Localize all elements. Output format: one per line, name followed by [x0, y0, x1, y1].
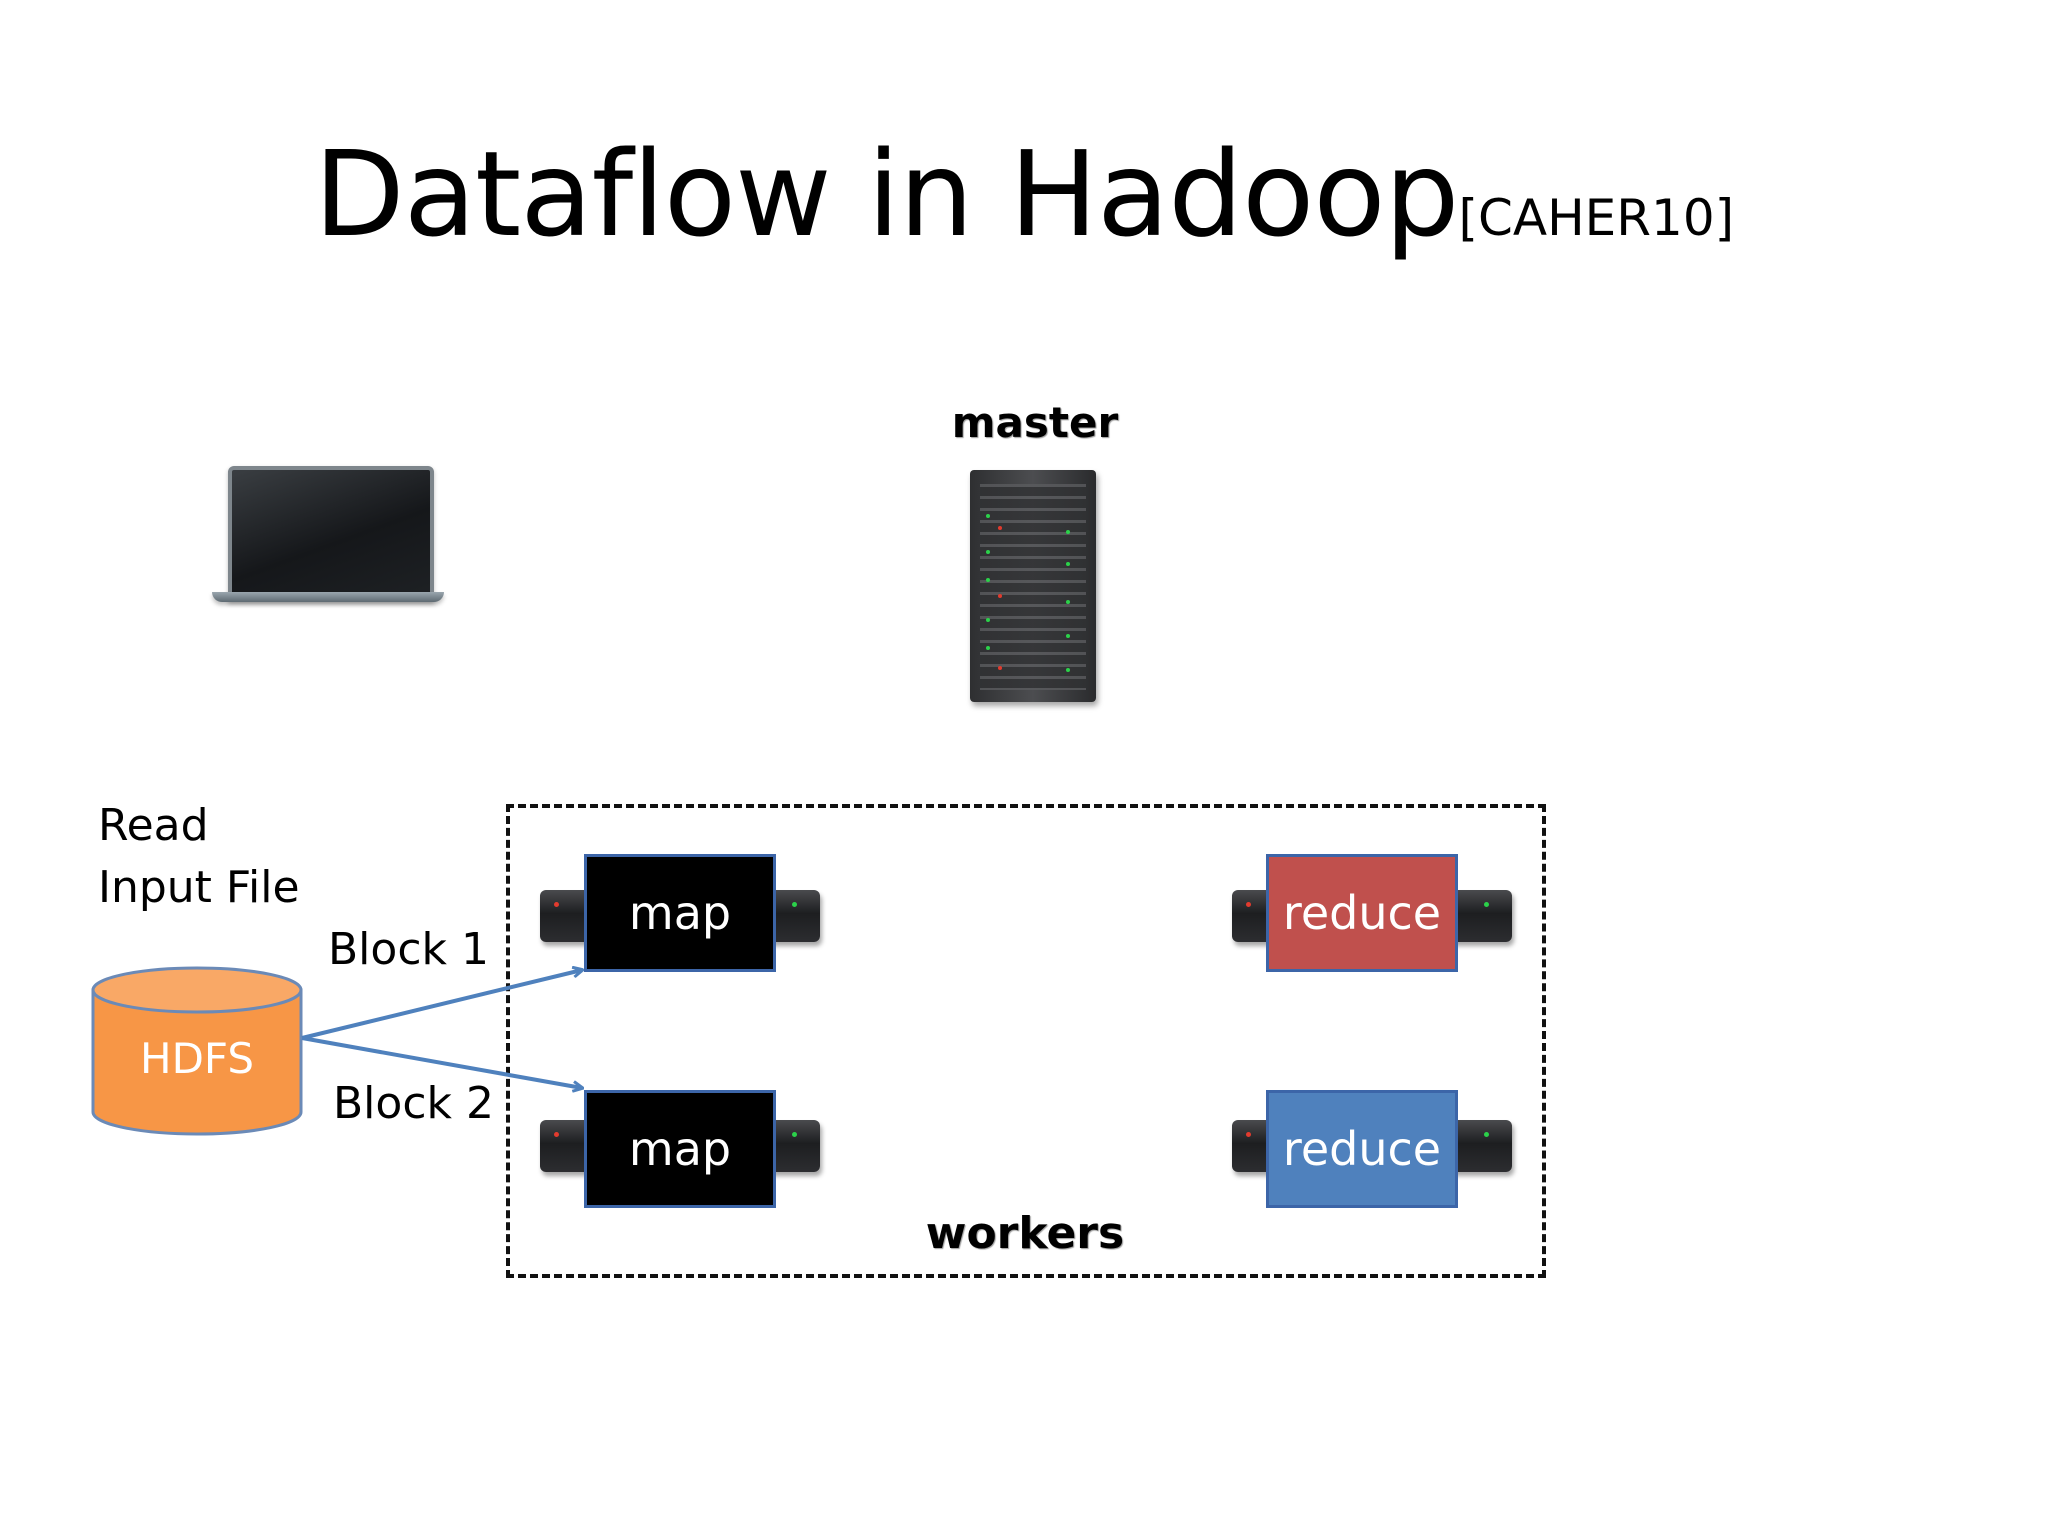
block1-arrow — [301, 970, 582, 1040]
master-server-icon — [970, 470, 1096, 702]
laptop-base — [212, 592, 444, 602]
read-label: Read — [98, 800, 209, 851]
workers-label: workers — [925, 1208, 1125, 1259]
title-citation: [CAHER10] — [1458, 189, 1735, 247]
workers-group — [506, 804, 1546, 1278]
reduce-task-bottom: reduce — [1266, 1090, 1458, 1208]
slide-title: Dataflow in Hadoop[CAHER10] — [0, 125, 2048, 263]
block2-label: Block 2 — [333, 1078, 494, 1129]
hdfs-cylinder-icon — [91, 966, 303, 1136]
block2-arrow — [301, 1036, 582, 1088]
hdfs-label: HDFS — [139, 1034, 254, 1083]
title-text: Dataflow in Hadoop — [313, 125, 1460, 263]
reduce-task-top: reduce — [1266, 854, 1458, 972]
block1-label: Block 1 — [328, 924, 489, 975]
map-task-top: map — [584, 854, 776, 972]
master-label: master — [951, 398, 1119, 447]
input-file-label: Input File — [98, 862, 300, 913]
map-task-bottom: map — [584, 1090, 776, 1208]
